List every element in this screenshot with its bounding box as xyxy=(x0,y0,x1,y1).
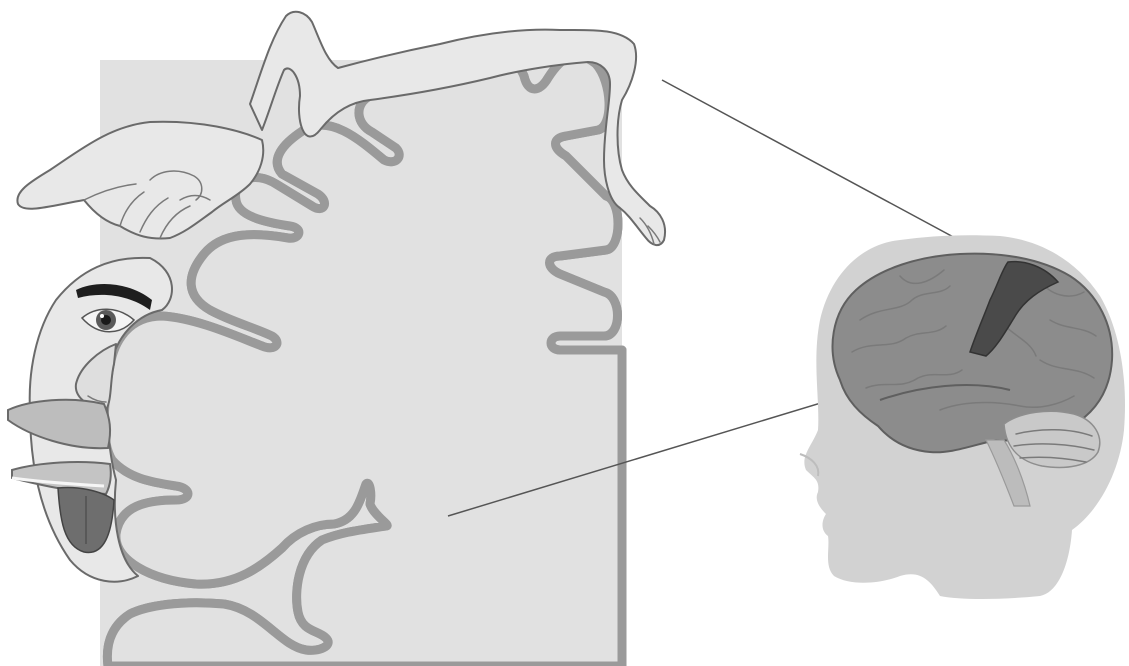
motor-homunculus-illustration xyxy=(0,0,1129,666)
